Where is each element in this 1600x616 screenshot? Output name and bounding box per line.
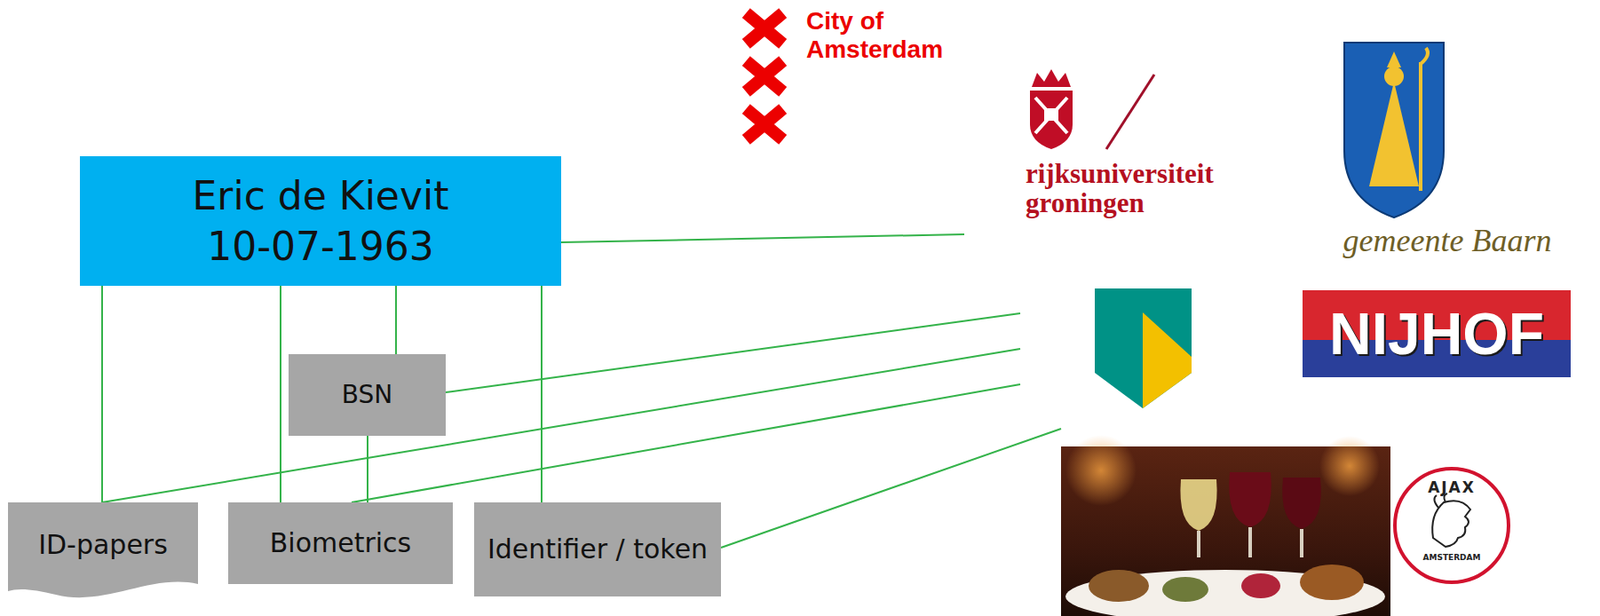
link-line	[351, 384, 1021, 503]
bishop-head	[1384, 66, 1404, 87]
wine-glass	[1228, 472, 1272, 558]
slash	[1106, 74, 1155, 150]
token-box: Identifier / token	[474, 502, 721, 597]
connector-line	[101, 285, 103, 503]
biometrics-box: Biometrics	[228, 502, 453, 585]
food	[1088, 570, 1149, 602]
nijhof-banner	[1302, 290, 1571, 378]
staff	[1418, 62, 1423, 191]
shield-ornament	[1035, 97, 1068, 134]
wine-glass	[1282, 477, 1322, 558]
light	[1319, 435, 1380, 497]
document-box: ID-papers	[7, 502, 199, 601]
connector-line	[366, 435, 369, 503]
amsterdam-crosses	[742, 7, 787, 144]
connector-line	[395, 285, 397, 355]
food	[1299, 564, 1364, 601]
bishop-robe	[1369, 81, 1419, 187]
link-line	[561, 234, 965, 243]
cross-symbol	[742, 7, 787, 48]
node-label: ID-papers	[38, 529, 168, 562]
restaurant-photo	[1061, 435, 1391, 616]
shield	[1344, 42, 1444, 218]
municipality-logo-text: gemeente Baarn	[1305, 223, 1590, 260]
connector-line	[279, 285, 282, 503]
shield	[1029, 90, 1073, 150]
cross-symbol	[742, 55, 787, 96]
triangle	[1142, 312, 1192, 409]
cross-symbol	[742, 103, 787, 144]
shield	[1094, 288, 1192, 409]
banner-blue	[1302, 290, 1571, 378]
nijhof-logo-text: NIJHOF	[1302, 290, 1571, 378]
bsn-box: BSN	[288, 354, 446, 436]
light	[1065, 435, 1137, 507]
crown	[1031, 69, 1071, 88]
food	[1241, 573, 1281, 599]
wine-glass	[1180, 479, 1217, 558]
node-label: BSN	[341, 380, 393, 411]
person-box: Eric de Kievit10-07-1963	[79, 156, 562, 286]
bank-logo	[1094, 288, 1192, 409]
node-subtext: 10-07-1963	[206, 221, 435, 272]
connector-line	[540, 285, 543, 503]
node-label: Eric de Kievit	[192, 170, 450, 222]
ajax-logo	[1394, 468, 1509, 583]
node-label: Identifier / token	[487, 533, 708, 566]
logo-ring	[1394, 468, 1509, 583]
city-logo-text: City of Amsterdam	[806, 7, 975, 64]
food	[1162, 577, 1209, 602]
shield-book	[1044, 108, 1059, 121]
link-line	[102, 348, 1021, 503]
baarn-shield	[1344, 42, 1444, 218]
document-outline	[7, 502, 199, 598]
link-line	[720, 428, 1062, 548]
ajax-city-text: AMSTERDAM	[1407, 554, 1497, 563]
mitre	[1386, 51, 1402, 68]
ajax-logo-text: AJAX	[1416, 480, 1488, 497]
link-line	[445, 313, 1021, 393]
staff-crook	[1420, 47, 1428, 64]
university-crest	[1029, 69, 1155, 150]
university-logo-text: rijksuniversiteit groningen	[1025, 159, 1284, 218]
node-label: Biometrics	[269, 527, 412, 560]
